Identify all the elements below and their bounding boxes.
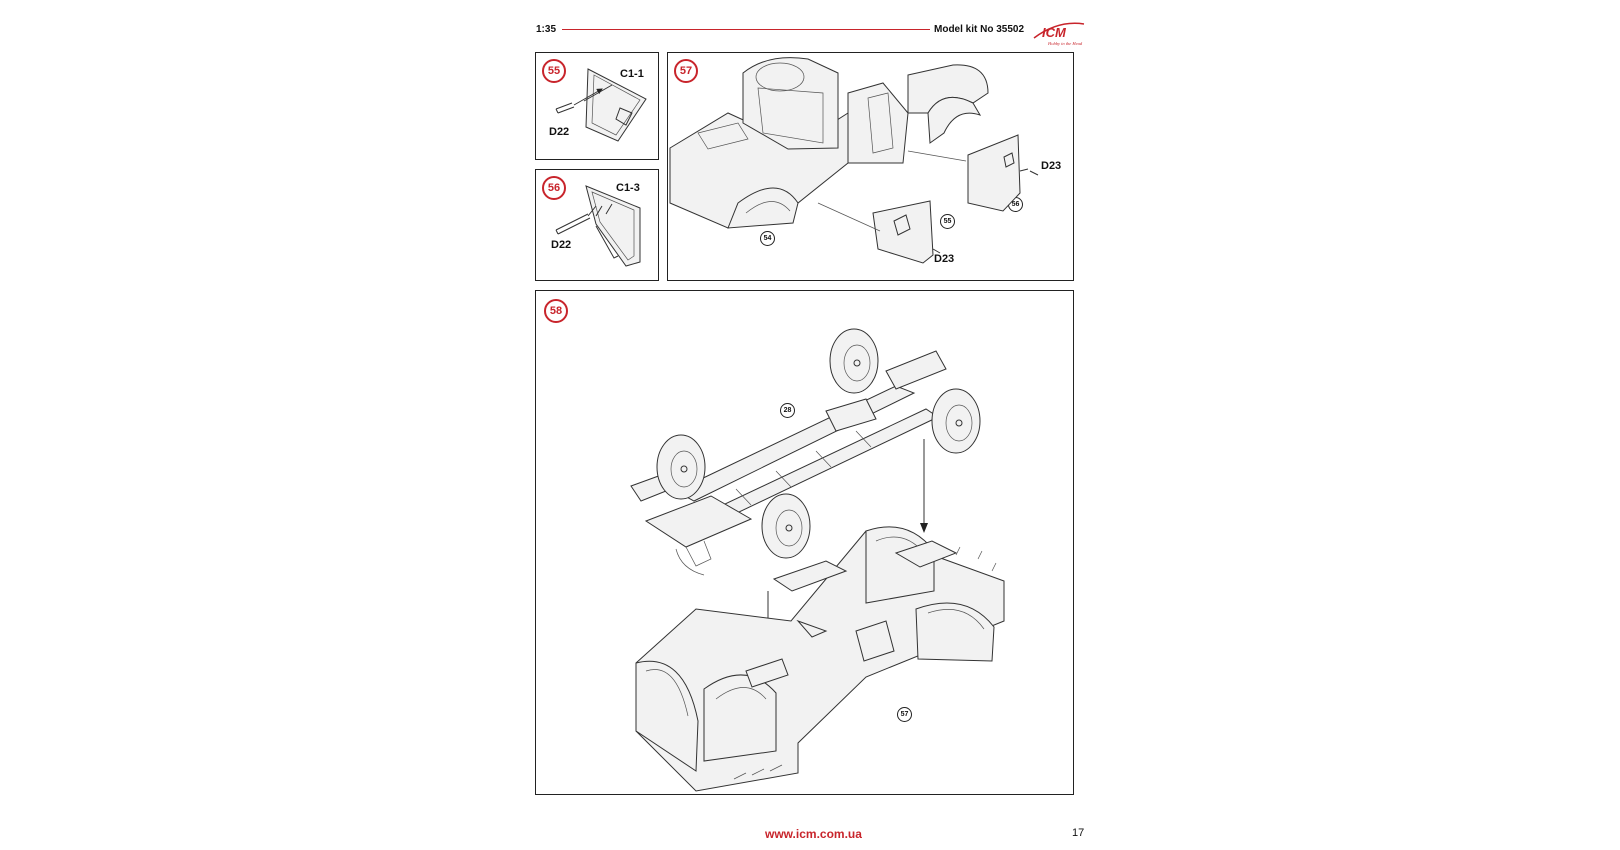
header-rule [562, 29, 930, 30]
windshield-frame-drawing [555, 68, 647, 142]
rear-right-wheel [931, 388, 981, 454]
step-57-badge: 57 [674, 59, 698, 83]
windshield-frame-drawing [555, 185, 641, 267]
part-label-c1-1: C1-1 [620, 68, 644, 80]
part-label-d23: D23 [1041, 160, 1062, 172]
ref-step-57: 57 [897, 707, 912, 722]
step-57-panel: 57 D23 D23 55 56 54 [667, 52, 1074, 281]
rear-left-wheel [829, 328, 879, 394]
footer-website-link[interactable]: www.icm.com.ua [765, 827, 862, 841]
svg-text:Hobby in the Head: Hobby in the Head [1047, 41, 1083, 46]
svg-text:ICM: ICM [1042, 25, 1067, 40]
part-label-d22: D22 [551, 239, 572, 251]
part-label-d23: D23 [934, 253, 955, 265]
model-kit-number: Model kit No 35502 [934, 24, 1025, 35]
ref-step-55: 55 [940, 214, 955, 229]
scale-label: 1:35 [536, 24, 557, 35]
step-58-panel: 58 28 57 [535, 290, 1074, 795]
instruction-page: 1:35 Model kit No 35502 ICM Hobby in the… [530, 16, 1090, 846]
step-56-badge: 56 [542, 176, 566, 200]
part-label-c1-3: C1-3 [616, 182, 640, 194]
front-left-wheel [656, 434, 706, 500]
step-56-panel: 56 C1-3 D22 [535, 169, 659, 281]
part-label-d22: D22 [549, 126, 570, 138]
ref-step-28: 28 [780, 403, 795, 418]
page-number: 17 [1072, 827, 1085, 839]
front-right-wheel [761, 493, 811, 559]
chassis-assembly-drawing [630, 328, 1005, 792]
vehicle-body-drawing [669, 57, 1039, 264]
step-55-panel: 55 C1-1 D22 [535, 52, 659, 160]
step-58-badge: 58 [544, 299, 568, 323]
icm-logo: ICM Hobby in the Head [1033, 22, 1085, 46]
step-55-badge: 55 [542, 59, 566, 83]
ref-step-54: 54 [760, 231, 775, 246]
